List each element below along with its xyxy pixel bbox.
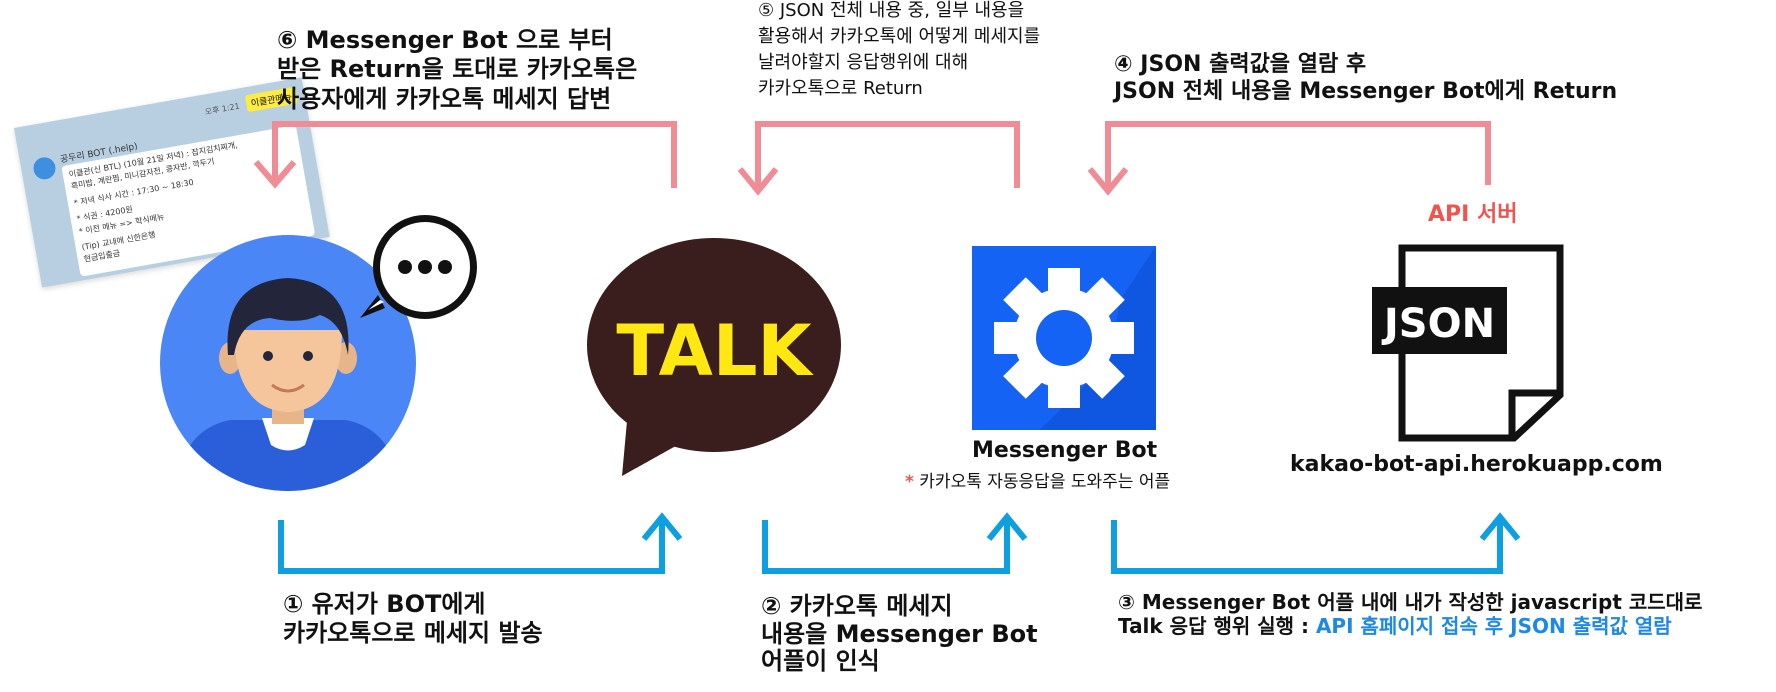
step2-label: ② 카카오톡 메세지 내용을 Messenger Bot 어플이 인식 xyxy=(761,592,1038,676)
arrow-return-talk-to-user xyxy=(253,121,677,189)
step5-line: ⑤ JSON 전체 내용 중, 일부 내용을 xyxy=(758,0,1025,21)
arrow-return-bot-to-talk xyxy=(737,121,1020,196)
step5-line: 활용해서 카카오톡에 어떻게 메세지를 xyxy=(758,26,1041,48)
api-server-label: API 서버 xyxy=(1428,202,1518,227)
step2-line: 어플이 인식 xyxy=(761,647,880,676)
arrow-return-api-to-bot xyxy=(1087,121,1491,196)
step2-line: ② 카카오톡 메세지 xyxy=(761,592,953,620)
step3-line2-highlight: API 홈페이지 접속 후 JSON 출력값 열람 xyxy=(1315,614,1672,639)
step1-line: 카카오톡으로 메세지 발송 xyxy=(283,619,543,648)
user-avatar-icon xyxy=(160,235,416,491)
gear-app-icon xyxy=(972,246,1156,430)
talk-logo-text: TALK xyxy=(616,310,814,392)
step1-line: ① 유저가 BOT에게 xyxy=(283,590,486,618)
messenger-bot-caption: * 카카오톡 자동응답을 도와주는 어플 xyxy=(905,467,1170,492)
step4-label: ④ JSON 출력값을 열람 후 JSON 전체 내용을 Messenger B… xyxy=(1114,52,1617,106)
step3-line2-prefix: Talk 응답 행위 실행 : xyxy=(1118,614,1316,639)
step4-line: JSON 전체 내용을 Messenger Bot에게 Return xyxy=(1114,78,1618,104)
json-file-icon: JSON xyxy=(1372,244,1564,442)
json-file-label: JSON xyxy=(1381,301,1495,347)
step6-label: ⑥ Messenger Bot 으로 부터 받은 Return을 토대로 카카오… xyxy=(277,26,637,114)
step3-label: ③ Messenger Bot 어플 내에 내가 작성한 javascript … xyxy=(1118,590,1702,639)
step3-line1: ③ Messenger Bot 어플 내에 내가 작성한 javascript … xyxy=(1118,590,1703,614)
step6-line: ⑥ Messenger Bot 으로 부터 xyxy=(277,26,613,54)
caption-mark: * xyxy=(905,472,914,492)
caption-text: 카카오톡 자동응답을 도와주는 어플 xyxy=(919,472,1171,492)
step5-line: 날려야할지 응답행위에 대해 xyxy=(758,52,969,74)
step6-line: 사용자에게 카카오톡 메세지 답변 xyxy=(277,84,612,113)
arrow-user-to-talk xyxy=(278,512,683,574)
step5-label: ⑤ JSON 전체 내용 중, 일부 내용을 활용해서 카카오톡에 어떻게 메세… xyxy=(758,0,1040,102)
step4-line: ④ JSON 출력값을 열람 후 xyxy=(1114,52,1367,77)
step5-line: 카카오톡으로 Return xyxy=(758,78,923,100)
kakao-talk-logo-icon: TALK xyxy=(587,238,841,476)
step2-line: 내용을 Messenger Bot xyxy=(761,619,1038,648)
arrow-bot-to-api xyxy=(1111,512,1521,574)
api-domain: kakao-bot-api.herokuapp.com xyxy=(1290,452,1663,477)
step6-line: 받은 Return을 토대로 카카오톡은 xyxy=(277,55,638,84)
arrow-talk-to-bot xyxy=(762,512,1028,574)
step3-line2: Talk 응답 행위 실행 : API 홈페이지 접속 후 JSON 출력값 열… xyxy=(1118,614,1702,638)
speech-bubble-dots-icon xyxy=(360,215,477,319)
step1-label: ① 유저가 BOT에게 카카오톡으로 메세지 발송 xyxy=(283,590,543,649)
messenger-bot-title: Messenger Bot xyxy=(972,438,1158,463)
